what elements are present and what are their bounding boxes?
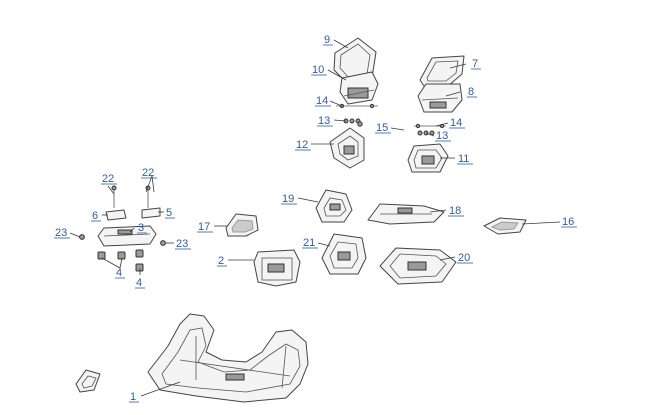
part-1-frame — [147, 313, 309, 403]
small-bracket — [75, 369, 101, 393]
callout-13-left: 13 — [318, 115, 330, 127]
callout-10: 10 — [312, 64, 324, 76]
part-13-clips-left — [343, 118, 361, 124]
part-12-bracket — [329, 127, 365, 169]
callout-12: 12 — [296, 139, 308, 151]
part-20-housing — [379, 247, 457, 285]
part-18-bracket — [367, 203, 445, 225]
part-15-screw — [357, 121, 363, 127]
callout-11: 11 — [458, 153, 469, 165]
part-5-bracket — [141, 207, 161, 219]
callout-20: 20 — [458, 252, 470, 264]
callout-22-left: 22 — [102, 173, 114, 185]
callout-19: 19 — [282, 193, 294, 205]
part-10-box — [339, 71, 379, 105]
part-21-housing — [321, 233, 367, 275]
callout-21: 21 — [303, 237, 315, 249]
part-7-lid — [419, 55, 465, 87]
callout-6: 6 — [92, 210, 98, 222]
callout-14-right: 14 — [450, 117, 462, 129]
part-17-pad — [225, 213, 259, 237]
callout-18: 18 — [449, 205, 461, 217]
callout-23-right: 23 — [176, 238, 188, 250]
callout-7: 7 — [472, 58, 478, 70]
callout-13-right: 13 — [436, 130, 448, 142]
part-13-clips-right — [417, 130, 435, 136]
callout-22-right: 22 — [142, 167, 154, 179]
part-16-pad — [483, 217, 527, 235]
callout-labels: 9 10 14 13 15 7 8 14 13 12 11 22 22 6 5 … — [54, 34, 577, 403]
part-11-bracket — [407, 143, 449, 173]
leader-lines — [69, 39, 561, 397]
callout-23-left: 23 — [55, 227, 67, 239]
callout-16: 16 — [562, 216, 574, 228]
callout-4-right: 4 — [136, 277, 142, 289]
part-23-nut-right — [160, 240, 166, 246]
part-22-bolt-left — [111, 185, 117, 208]
callout-9: 9 — [324, 34, 330, 46]
part-4-dampers — [97, 249, 144, 272]
callout-15: 15 — [376, 122, 388, 134]
callout-5: 5 — [166, 207, 172, 219]
part-6-bracket — [105, 209, 127, 221]
callout-1: 1 — [130, 391, 136, 403]
part-14-rod-left — [336, 103, 378, 109]
callout-2: 2 — [218, 255, 224, 267]
part-23-nut-left — [79, 234, 85, 240]
part-19-mount — [315, 189, 353, 223]
callout-4-left: 4 — [116, 267, 122, 279]
part-3-plate — [97, 225, 157, 247]
part-2-frame — [253, 249, 301, 287]
callout-17: 17 — [198, 221, 210, 233]
callout-8: 8 — [468, 86, 474, 98]
callout-3: 3 — [138, 222, 144, 234]
callout-14-left: 14 — [316, 95, 328, 107]
part-8-box — [417, 83, 463, 113]
